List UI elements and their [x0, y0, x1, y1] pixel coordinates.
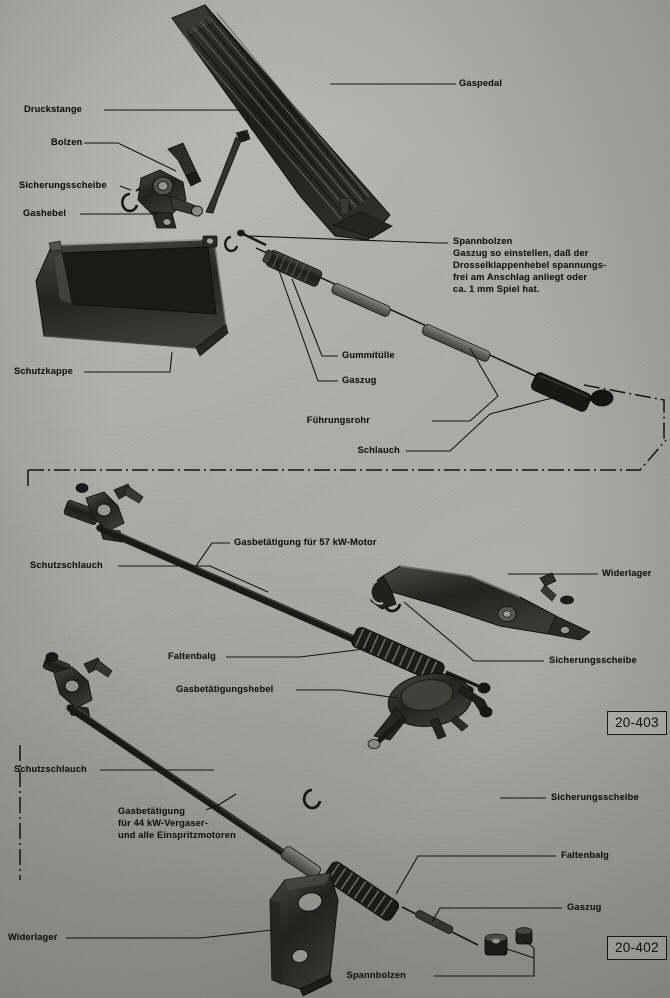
- note-gasbetaetigung-44-heading: Gasbetätigung: [118, 806, 186, 816]
- part-gasbetaetigungshebel: [367, 673, 493, 750]
- label-fuehrungsrohr: Führungsrohr: [306, 415, 370, 425]
- part-widerlager-middle: [369, 565, 591, 641]
- note-spannbolzen: Spannbolzen Gaszug so einstellen, daß de…: [453, 236, 631, 295]
- label-gasbetaetigungshebel: Gasbetätigungshebel: [176, 684, 274, 694]
- label-schutzschlauch-bottom: Schutzschlauch: [14, 764, 87, 774]
- label-schutzkappe: Schutzkappe: [14, 366, 73, 376]
- note-spannbolzen-heading: Spannbolzen: [453, 236, 513, 246]
- part-spannbolzen-bottom: [484, 927, 533, 956]
- leader-gummituelle: [291, 278, 338, 357]
- panel-frame-top: [583, 384, 665, 440]
- leader-schutzschlauch-middle: [118, 565, 269, 593]
- leader-widerlager-bottom: [66, 929, 273, 939]
- label-faltenbalg-middle: Faltenbalg: [168, 651, 216, 661]
- label-gaszug-bottom: Gaszug: [567, 902, 602, 912]
- label-sicherungsscheibe-middle: Sicherungsscheibe: [549, 655, 637, 665]
- part-57kw-cable-assembly: [63, 483, 491, 694]
- label-bolzen: Bolzen: [51, 137, 83, 147]
- leader-gasbetaetigungshebel: [296, 689, 399, 699]
- part-gashebel: [137, 169, 203, 229]
- note-spannbolzen-line3: frei am Anschlag anliegt oder: [453, 271, 588, 282]
- label-widerlager-bottom: Widerlager: [8, 932, 58, 942]
- leader-lines: [66, 83, 598, 977]
- leader-spannbolzen-b: [503, 947, 535, 959]
- note-gasbetaetigung-44: Gasbetätigung für 44 kW-Vergaser- und al…: [118, 806, 283, 842]
- leader-bolzen: [84, 142, 177, 172]
- leader-druckstange: [104, 109, 253, 131]
- label-gaspedal: Gaspedal: [459, 78, 503, 88]
- label-widerlager-middle: Widerlager: [602, 568, 652, 578]
- leader-schlauch: [406, 395, 561, 452]
- label-sicherungsscheibe-bottom: Sicherungsscheibe: [551, 792, 639, 802]
- label-gummituelle: Gummitülle: [342, 350, 395, 360]
- leader-schutzkappe: [84, 351, 173, 373]
- leader-gaszug-bottom: [431, 907, 562, 923]
- note-spannbolzen-line2: Drosselklappenhebel spannungs-: [453, 259, 607, 270]
- label-spannbolzen-bottom: Spannbolzen: [346, 970, 406, 980]
- label-gashebel: Gashebel: [23, 208, 67, 218]
- part-druckstange: [205, 129, 251, 214]
- leader-gasbetaetigung-44: [205, 793, 237, 811]
- note-gasbetaetigung-44-line2: und alle Einspritzmotoren: [118, 829, 236, 840]
- note-spannbolzen-line1: Gaszug so einstellen, daß der: [453, 247, 589, 258]
- note-gasbetaetigung-44-line1: für 44 kW-Vergaser-: [118, 817, 208, 828]
- part-gaspedal: [171, 4, 393, 241]
- leader-spannbolzen-a: [434, 939, 535, 977]
- leader-gaszug-upper: [275, 261, 338, 382]
- leader-faltenbalg-bottom: [395, 855, 556, 895]
- panel-frame-middle: [27, 439, 667, 487]
- label-schlauch: Schlauch: [357, 445, 400, 455]
- part-schutzkappe: [35, 238, 229, 357]
- label-schutzschlauch-middle: Schutzschlauch: [30, 560, 103, 570]
- part-sicherungsscheibe-clip-bottom: [302, 788, 322, 810]
- label-druckstange: Druckstange: [24, 104, 82, 114]
- label-sicherungsscheibe-top: Sicherungsscheibe: [19, 180, 107, 190]
- note-spannbolzen-line4: ca. 1 mm Spiel hat.: [453, 283, 540, 294]
- part-bolzen: [167, 142, 202, 187]
- reference-box-20-402: 20-402: [607, 936, 667, 960]
- part-widerlager-bottom: [269, 872, 339, 997]
- leader-gasbetaetigung-57: [195, 542, 230, 567]
- part-small-fittings-top: [202, 229, 267, 253]
- part-gaszug-upper: [255, 247, 614, 412]
- label-gasbetaetigung-57: Gasbetätigung für 57 kW-Motor: [234, 537, 377, 547]
- label-faltenbalg-bottom: Faltenbalg: [561, 850, 609, 860]
- part-sicherungsscheibe-top: [121, 187, 141, 213]
- leader-fuehrungsrohr: [432, 347, 499, 422]
- label-gaszug-upper: Gaszug: [342, 375, 377, 385]
- part-44kw-cable-assembly: [42, 652, 533, 956]
- leader-sicherungsscheibe-top: [119, 185, 132, 191]
- leader-spannbolzen-note: [249, 235, 448, 244]
- reference-box-20-403: 20-403: [607, 711, 667, 735]
- leader-sicherungsscheibe-middle: [403, 601, 544, 662]
- leader-faltenbalg-middle: [226, 647, 373, 658]
